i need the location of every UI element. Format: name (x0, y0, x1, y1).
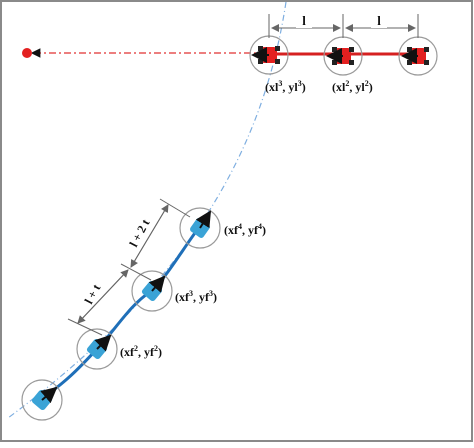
leader-position-label-2: (xl2, yl2) (332, 79, 373, 94)
follower-robot-1 (21, 379, 63, 421)
dim-tick (159, 198, 191, 218)
follower-robot-3 (131, 270, 173, 312)
leader-position-label-3: (xl3, yl3) (265, 79, 306, 94)
follower-trajectory (41, 225, 202, 400)
dim-line-side-2b (130, 204, 169, 268)
follower-robot-2 (76, 328, 118, 370)
follower-position-label-4: (xf4, yf4) (224, 222, 266, 237)
spacing-label-top-2: l (377, 13, 381, 28)
follower-position-label-2: (xf2, yf2) (120, 344, 162, 359)
dim-tick (67, 318, 103, 336)
dim-line-side-1b (77, 269, 129, 324)
follower-position-label-3: (xf3, yf3) (175, 289, 217, 304)
leader-robot-1 (398, 36, 438, 76)
spacing-label-top-1: l (302, 13, 306, 28)
dim-tick (120, 263, 152, 281)
target-point-icon (22, 48, 32, 58)
follower-robot-4 (179, 207, 221, 249)
